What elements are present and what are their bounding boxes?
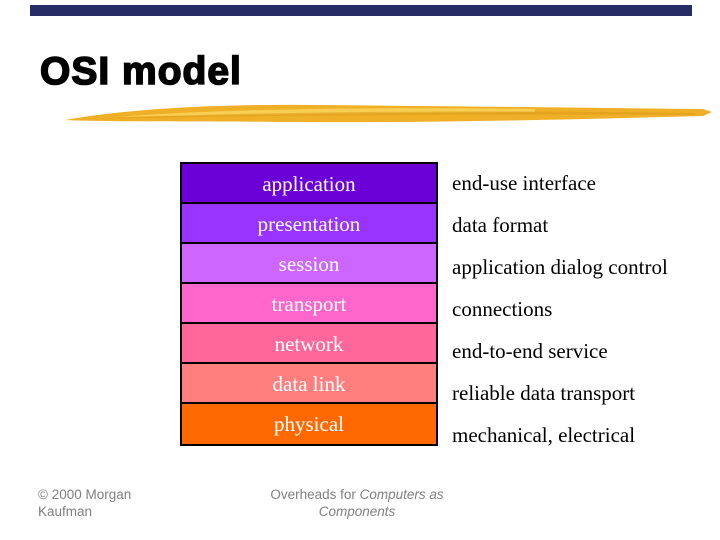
description-transport: connections	[452, 297, 553, 321]
osi-layer-stack: application presentation session transpo…	[180, 162, 438, 446]
layer-box-presentation: presentation	[182, 204, 436, 244]
description-physical: mechanical, electrical	[452, 423, 636, 447]
layer-box-physical: physical	[182, 404, 436, 444]
layer-box-data-link: data link	[182, 364, 436, 404]
description-data-link: reliable data transport	[452, 381, 636, 405]
description-session: application dialog control	[452, 255, 668, 279]
brush-stroke-shadow	[85, 111, 695, 119]
layer-label-session: session	[278, 252, 340, 276]
footer-caption: Overheads for Computers as Components	[254, 486, 460, 520]
layer-label-application: application	[262, 172, 356, 196]
layer-box-network: network	[182, 324, 436, 364]
description-application: end-use interface	[452, 171, 596, 195]
brush-stroke-underline	[65, 104, 712, 123]
layer-label-physical: physical	[274, 412, 344, 436]
layer-box-transport: transport	[182, 284, 436, 324]
footer-book-title: Computers as Components	[318, 487, 444, 519]
description-presentation: data format	[452, 213, 549, 237]
layer-label-transport: transport	[271, 292, 347, 316]
layer-box-application: application	[182, 164, 436, 204]
copyright-notice: © 2000 Morgan Kaufman	[38, 487, 132, 519]
page-title: OSI model	[39, 49, 242, 94]
layer-label-network: network	[274, 332, 344, 356]
layer-label-presentation: presentation	[257, 212, 361, 236]
layer-descriptions: end-use interface data format applicatio…	[452, 162, 720, 456]
layer-label-data-link: data link	[272, 372, 346, 396]
description-network: end-to-end service	[452, 339, 608, 363]
footer-caption-prefix: Overheads for	[270, 487, 360, 502]
slide-top-accent-bar	[30, 5, 692, 16]
layer-box-session: session	[182, 244, 436, 284]
